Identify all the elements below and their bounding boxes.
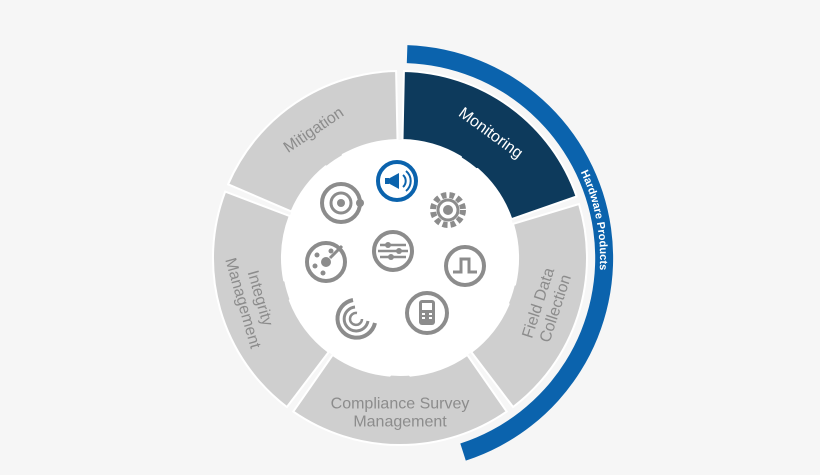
handheld-device-icon[interactable] bbox=[405, 291, 449, 335]
crescent-icon[interactable] bbox=[335, 298, 377, 340]
gear-icon[interactable] bbox=[430, 192, 466, 228]
target-icon[interactable] bbox=[320, 182, 364, 224]
square-wave-icon[interactable] bbox=[444, 245, 486, 287]
network-globe-icon[interactable] bbox=[305, 241, 347, 283]
sliders-globe-icon[interactable] bbox=[372, 230, 414, 272]
megaphone-icon[interactable] bbox=[376, 160, 418, 202]
segment-integrity-management[interactable] bbox=[212, 190, 331, 409]
